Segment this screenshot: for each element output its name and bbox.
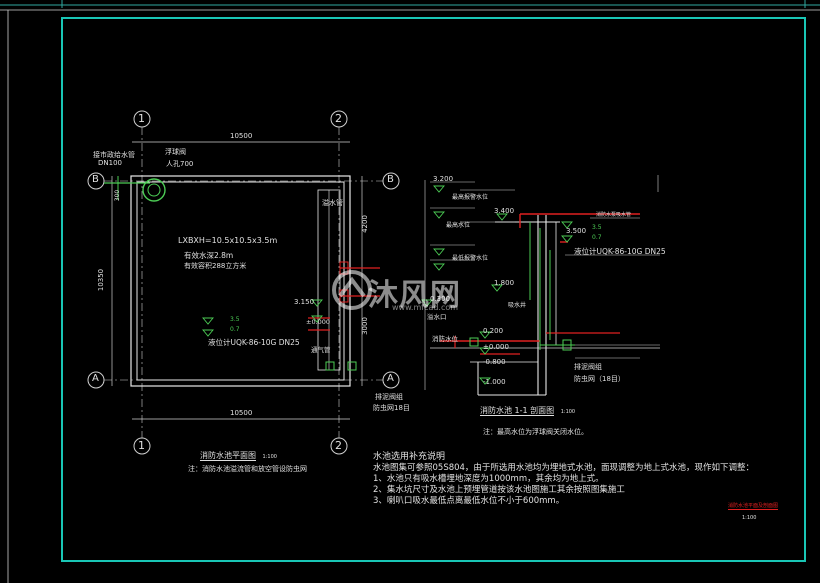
plan-level-markers: [202, 299, 323, 337]
sec-label-fire-pump: 消防水泵吸水管: [596, 212, 632, 218]
sec-gauge-label: 液位计UQK-86-10G DN25: [574, 247, 666, 256]
dim-right-lower: 3000: [360, 317, 369, 335]
drawing-frame: [61, 17, 806, 562]
dim-left-small: 300: [114, 189, 122, 202]
plan-mesh-label: 防虫网18目: [373, 404, 410, 412]
plan-title-scale: 1:100: [262, 454, 277, 460]
plan-level-07: 0.7: [230, 326, 240, 333]
label-overflow: 溢水管: [322, 199, 343, 207]
titleblock-scale: 1:100: [742, 515, 757, 521]
watermark-logo: [332, 270, 372, 310]
section-title: 消防水池 1-1 剖面图 1:100: [480, 405, 575, 416]
plan-gauge-label: 液位计UQK-86-10G DN25: [208, 338, 300, 347]
plan-drain-label: 排泥阀组: [375, 393, 403, 401]
watermark-url: www.mfcad.com: [392, 303, 459, 312]
sec-level-n0800: -0.800: [483, 358, 506, 366]
label-size: LXBXH=10.5x10.5x3.5m: [178, 236, 278, 245]
plan-level-0000: ±0.000: [306, 318, 331, 326]
label-manhole: 人孔700: [166, 160, 194, 168]
plan-note: 注：消防水池溢流管和放空管设防虫网: [188, 465, 307, 473]
section-title-text: 消防水池 1-1 剖面图: [480, 406, 555, 416]
sec-level-35: 3.5: [592, 224, 602, 231]
titleblock-name: 消防水池平面及剖面图: [728, 503, 779, 510]
axis-label-B-right: B: [387, 174, 394, 185]
axis-label-A-left: A: [92, 373, 99, 384]
sec-label-overflow-port: 溢水口: [427, 313, 447, 321]
plan-title: 消防水池平面图 1:100: [200, 450, 277, 461]
dim-right-upper: 4200: [360, 215, 369, 233]
axis-label-1-bottom: 1: [138, 439, 145, 452]
sec-label-mesh: 防虫网（18目）: [574, 375, 625, 383]
sec-level-0300: 0.300: [430, 295, 451, 303]
dim-left: 10350: [97, 268, 106, 292]
sec-label-normal: 最高水位: [446, 222, 471, 229]
plan-title-text: 消防水池平面图: [200, 451, 256, 461]
sec-label-high-alarm: 最高报警水位: [452, 194, 489, 201]
section-note: 注：最高水位为浮球阀关闭水位。: [483, 428, 588, 436]
plan-vent-label: 通气管: [311, 346, 331, 354]
sec-label-drain: 排泥阀组: [574, 363, 602, 371]
section-title-scale: 1:100: [560, 409, 576, 415]
notes-line-2: 2、集水坑尺寸及水池上预埋管道按该水池图施工其余按照图集施工: [373, 485, 625, 495]
sec-level-0200: 0.200: [483, 327, 504, 335]
sec-level-3400: 3.400: [494, 207, 515, 215]
axis-label-2-top: 2: [335, 112, 342, 125]
sec-level-3500: 3.500: [566, 227, 587, 235]
axis-label-B-left: B: [92, 174, 99, 185]
section-level-markers: [421, 185, 573, 385]
sec-level-n1000: -1.000: [483, 378, 506, 386]
plan-level-35: 3.5: [230, 316, 240, 323]
label-supply-pipe: 接市政给水管: [93, 151, 135, 159]
notes-line-3: 3、喇叭口吸水最低点离最低水位不小于600mm。: [373, 496, 565, 506]
axis-label-A-right: A: [387, 373, 394, 384]
label-volume: 有效容积288立方米: [184, 262, 247, 270]
plan-level-3150: 3.150: [294, 298, 315, 306]
axis-label-1-top: 1: [138, 112, 145, 125]
label-float-valve: 浮球阀: [165, 148, 186, 156]
dim-top: 10500: [230, 132, 253, 140]
dim-bottom: 10500: [230, 409, 253, 417]
sec-level-07: 0.7: [592, 234, 602, 241]
sec-level-1800: 1.800: [494, 279, 515, 287]
sec-label-low: 最低报警水位: [452, 255, 489, 262]
label-water-depth: 有效水深2.8m: [184, 251, 234, 260]
section-view: [424, 175, 660, 396]
notes-line-1: 1、水池只有吸水槽埋地深度为1000mm，其余均为地上式。: [373, 474, 604, 484]
notes-line-0: 水池图集可参照05S804，由于所选用水池均为埋地式水池，面现调整为地上式水池，…: [373, 463, 754, 473]
plan-view: [87, 110, 400, 455]
notes-block: 水池选用补充说明 水池图集可参照05S804，由于所选用水池均为埋地式水池，面现…: [373, 451, 754, 507]
sec-label-fire-level: 消防水位: [432, 335, 458, 343]
sec-label-suction: 吸水井: [508, 302, 527, 309]
notes-heading: 水池选用补充说明: [373, 452, 446, 462]
sec-level-3200: 3.200: [433, 175, 454, 183]
axis-label-2-bottom: 2: [335, 439, 342, 452]
label-supply-dn: DN100: [98, 159, 122, 167]
watermark-text: 沐风网: [368, 278, 461, 313]
sec-level-0000: ±0.000: [483, 343, 509, 351]
